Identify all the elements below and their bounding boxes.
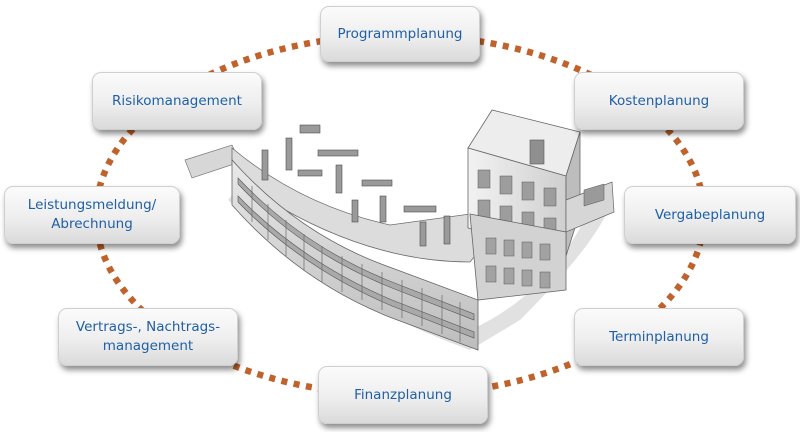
- node-programmplanung[interactable]: Programmplanung: [320, 6, 480, 62]
- node-vergabeplanung[interactable]: Vergabeplanung: [624, 186, 796, 244]
- node-finanzplanung[interactable]: Finanzplanung: [318, 366, 488, 424]
- node-kostenplanung[interactable]: Kostenplanung: [574, 72, 744, 130]
- node-terminplanung-label: Terminplanung: [609, 328, 709, 345]
- node-programmplanung-label: Programmplanung: [337, 25, 463, 42]
- node-vertrags-nachtragsmanagement[interactable]: Vertrags-, Nachtrags- management: [58, 308, 238, 366]
- node-finanzplanung-label: Finanzplanung: [354, 386, 452, 403]
- node-risikomanagement[interactable]: Risikomanagement: [92, 72, 262, 130]
- node-leistungsmeldung-abrechnung-label: Leistungsmeldung/ Abrechnung: [27, 197, 157, 232]
- node-kostenplanung-label: Kostenplanung: [608, 92, 710, 109]
- node-risikomanagement-label: Risikomanagement: [112, 92, 242, 109]
- node-vergabeplanung-label: Vergabeplanung: [654, 206, 766, 223]
- node-terminplanung[interactable]: Terminplanung: [574, 308, 744, 366]
- node-vertrags-nachtragsmanagement-label: Vertrags-, Nachtrags- management: [75, 319, 221, 354]
- node-leistungsmeldung-abrechnung[interactable]: Leistungsmeldung/ Abrechnung: [4, 186, 180, 244]
